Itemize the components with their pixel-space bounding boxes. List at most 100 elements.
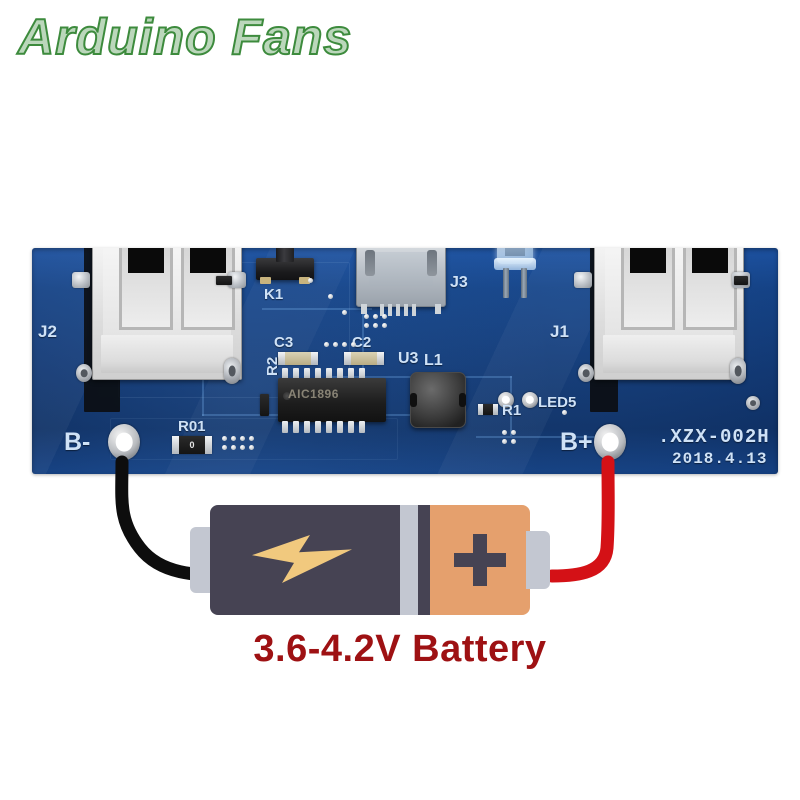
micro-usb-shell-foot: [435, 304, 441, 314]
usb-left-smd-resistor: [216, 276, 232, 285]
battery-positive-pad[interactable]: [594, 424, 626, 460]
board-date-code: 2018.4.13: [672, 450, 768, 468]
led-lead: [521, 268, 527, 298]
usb-right-contact-slot: [692, 248, 728, 273]
silk-label-led5: LED5: [538, 394, 577, 411]
silk-label-j1: J1: [550, 322, 569, 341]
pcb-via-group: [364, 314, 387, 328]
led-pad-hole: [525, 395, 535, 405]
usb-left-port-cavity: [103, 248, 235, 336]
usb-left-shell-body: [101, 335, 233, 373]
silk-label-u3: U3: [398, 350, 419, 367]
pcb-via-group: [324, 342, 356, 347]
usb-right-contact-slot: [630, 248, 666, 273]
led-lead: [503, 268, 509, 298]
silk-label-j3: J3: [450, 274, 468, 291]
usb-right-smd-resistor: [734, 276, 748, 285]
capacitor-c2: [344, 352, 384, 365]
c2-terminal: [377, 352, 384, 365]
usb-left-mount-hole-bore: [80, 369, 88, 377]
usb-right-contact-tongue: [621, 248, 675, 330]
battery-positive-terminal: [526, 531, 550, 589]
usb-left-mount-hole: [224, 358, 240, 384]
r1-terminal: [493, 404, 498, 415]
brand-logo-text: Arduino Fans: [17, 8, 353, 66]
led-solder-pad: [522, 392, 538, 408]
power-button-leg: [260, 277, 271, 284]
charger-ic-u3: AIC1896: [278, 378, 386, 422]
micro-usb-shell-foot: [361, 304, 367, 314]
r01-terminal: [205, 436, 212, 454]
pcb-trace: [476, 436, 596, 438]
usb-a-right-connector[interactable]: [594, 248, 744, 380]
power-button-k1[interactable]: [256, 248, 314, 284]
micro-usb-keyhole: [365, 250, 375, 276]
r01-terminal: [172, 436, 179, 454]
pcb-via-group: [502, 430, 516, 444]
usb-left-contact-slot: [128, 248, 164, 273]
usb-right-mount-hole: [730, 358, 746, 384]
power-button-leg: [299, 277, 310, 284]
battery-negative-pad-hole: [115, 432, 133, 452]
positive-wire-red: [545, 455, 615, 583]
pcb-trace: [262, 308, 372, 310]
battery-caption: 3.6-4.2V Battery: [253, 628, 547, 670]
ic-marking-text: AIC1896: [288, 387, 339, 401]
power-button-stem: [276, 248, 294, 262]
usb-right-shell-body: [603, 335, 735, 373]
r01-value-text: 0: [189, 440, 195, 450]
terminal-label-positive: B+: [560, 428, 593, 456]
battery-stripe-dark: [418, 505, 430, 615]
usb-left-contact-tongue: [119, 248, 173, 330]
resistor-r2: [260, 394, 269, 416]
usb-left-solder-tab: [228, 272, 246, 288]
pcb-via-group: [222, 436, 254, 450]
silk-label-l1: L1: [424, 352, 443, 369]
silk-label-c2: C2: [352, 334, 372, 351]
board-part-number: .XZX-002H: [658, 426, 770, 448]
usb-a-left-connector[interactable]: [92, 248, 242, 380]
silk-label-k1: K1: [264, 286, 284, 303]
led-pad-hole: [501, 395, 511, 405]
usb-right-mount-hole-bore: [734, 365, 742, 377]
usb-left-mount-hole: [76, 364, 92, 382]
power-inductor-l1: [410, 372, 466, 428]
usb-right-port-cavity: [605, 248, 737, 336]
silk-label-j2: J2: [38, 322, 57, 341]
capacitor-c3: [278, 352, 318, 365]
micro-usb-connector-j3[interactable]: [356, 248, 446, 314]
micro-usb-mouth: [369, 252, 433, 286]
pcb-via-group: [328, 294, 333, 299]
ic-pin1-marker: [283, 392, 291, 400]
c3-terminal: [311, 352, 318, 365]
board-mount-hole: [746, 396, 760, 410]
usb-right-mount-hole: [578, 364, 594, 382]
led-solder-pad: [498, 392, 514, 408]
pcb-via-group: [308, 278, 313, 283]
usb-right-solder-tab: [574, 272, 592, 288]
usb-left-contact-slot: [190, 248, 226, 273]
silk-label-r2: R2: [264, 356, 281, 376]
battery-negative-pad[interactable]: [108, 424, 140, 460]
usb-left-contact-tongue: [181, 248, 235, 330]
terminal-label-negative: B-: [64, 428, 91, 456]
battery-stripe-light: [400, 505, 418, 615]
usb-right-mount-hole-bore: [582, 369, 590, 377]
silk-label-c3: C3: [274, 334, 294, 351]
plus-icon-vertical: [473, 534, 487, 586]
c2-terminal: [344, 352, 351, 365]
battery-positive-pad-hole: [601, 432, 619, 452]
resistor-r1: [478, 404, 498, 415]
led-flange: [494, 258, 536, 270]
battery-illustration: [190, 505, 550, 615]
r1-terminal: [478, 404, 483, 415]
usb-left-mount-hole-bore: [228, 365, 236, 377]
ic-pin-row-bottom: [282, 421, 365, 433]
silk-label-r01: R01: [178, 418, 206, 435]
usb-left-solder-tab: [72, 272, 90, 288]
silk-label-r1: R1: [502, 402, 522, 419]
micro-usb-keyhole: [427, 250, 437, 276]
pcb-via-group: [562, 410, 567, 415]
pcb-via-group: [342, 310, 347, 315]
led-internal-anvil: [505, 248, 525, 256]
